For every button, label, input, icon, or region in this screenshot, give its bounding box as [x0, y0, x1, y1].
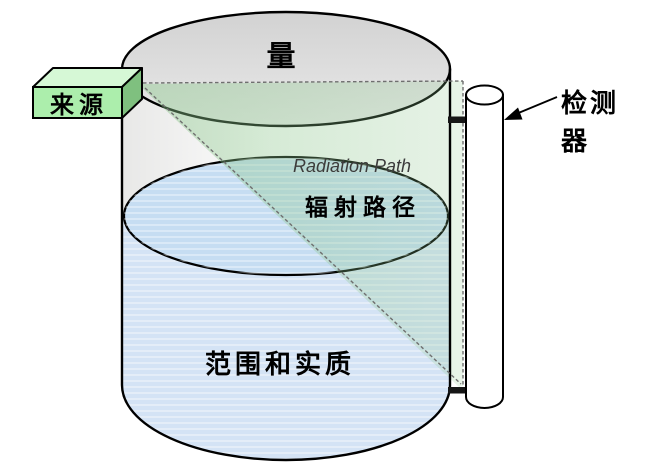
detector-top-ellipse: [465, 84, 504, 106]
top-connector-bar: [448, 116, 470, 123]
source-box-front-face: [32, 86, 123, 119]
detector-label-line1: 检测: [561, 88, 619, 118]
scope-substance-label: 范围和实质: [205, 349, 355, 379]
radiation-path-en-label: Radiation Path: [293, 156, 411, 176]
quantity-label: 量: [266, 41, 295, 73]
detector-arrow-line: [515, 96, 558, 115]
beam-diagonal-dashed-line: [144, 87, 462, 385]
source-label: 来源: [50, 91, 108, 119]
detector-cylinder: [465, 94, 504, 409]
detector-label-line2: 器: [560, 126, 588, 156]
detector-arrow-head: [504, 107, 523, 120]
bottom-connector-bar: [448, 387, 470, 394]
beam-top-dashed-line: [142, 80, 464, 84]
radiation-path-zh-label: 辐射路径: [305, 194, 421, 220]
tank-outline: [120, 67, 452, 462]
